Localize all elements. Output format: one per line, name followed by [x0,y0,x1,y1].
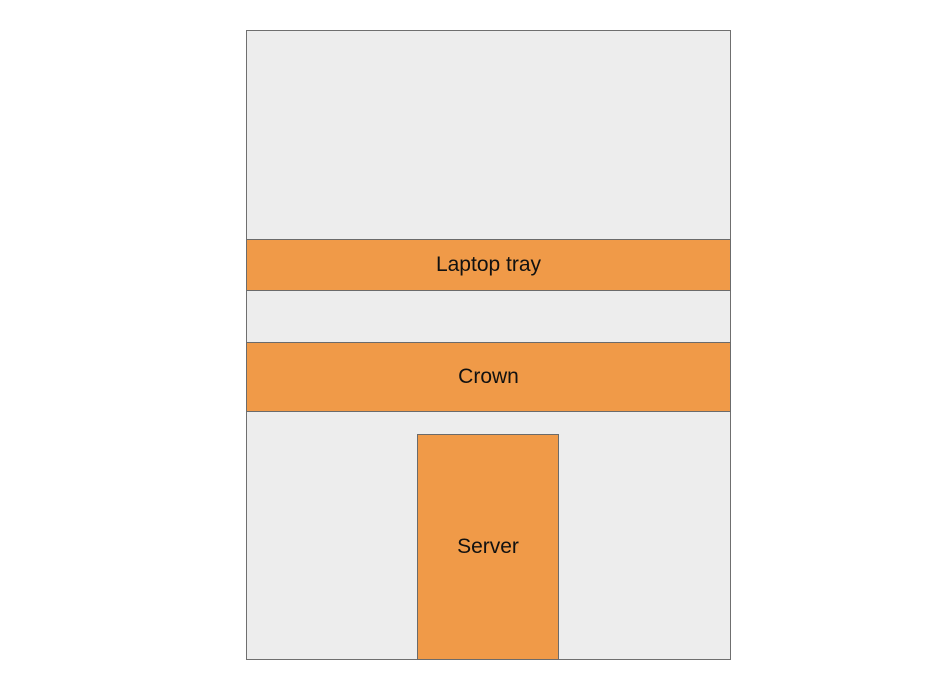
server-block: Server [417,434,559,660]
crown-label: Crown [458,365,519,388]
crown-block: Crown [246,342,731,412]
laptop-tray-label: Laptop tray [435,253,542,276]
laptop-tray-block: Laptop tray [246,239,731,291]
server-label: Server [457,535,519,558]
